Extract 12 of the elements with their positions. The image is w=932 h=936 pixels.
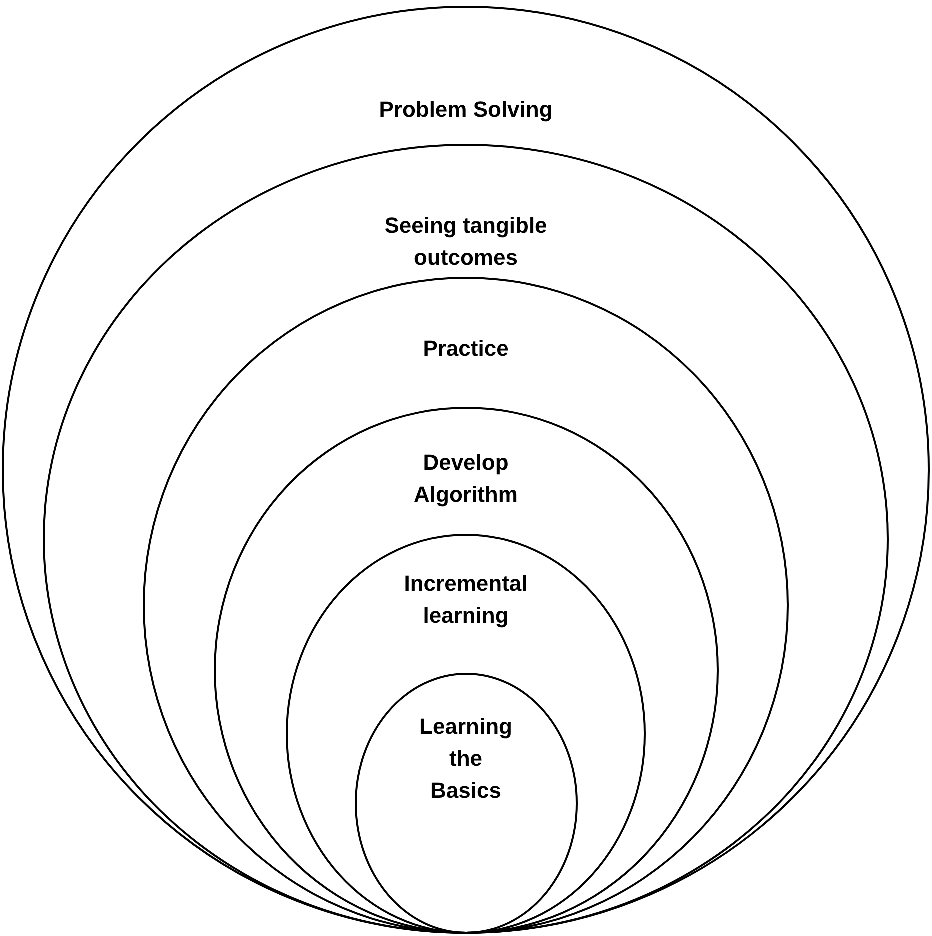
circle xyxy=(214,407,718,934)
circle xyxy=(286,534,646,934)
circle-label: Seeing tangible outcomes xyxy=(384,212,548,272)
circle xyxy=(143,277,789,934)
circle-label: Develop Algorithm xyxy=(413,449,519,509)
circle xyxy=(43,144,889,934)
circle xyxy=(354,673,578,934)
circle-label: Practice xyxy=(422,335,510,363)
circle-label: Incremental learning xyxy=(403,570,529,630)
circle-label: Learning the Basics xyxy=(418,713,514,805)
circle-label: Problem Solving xyxy=(378,96,554,124)
circle xyxy=(2,6,930,934)
